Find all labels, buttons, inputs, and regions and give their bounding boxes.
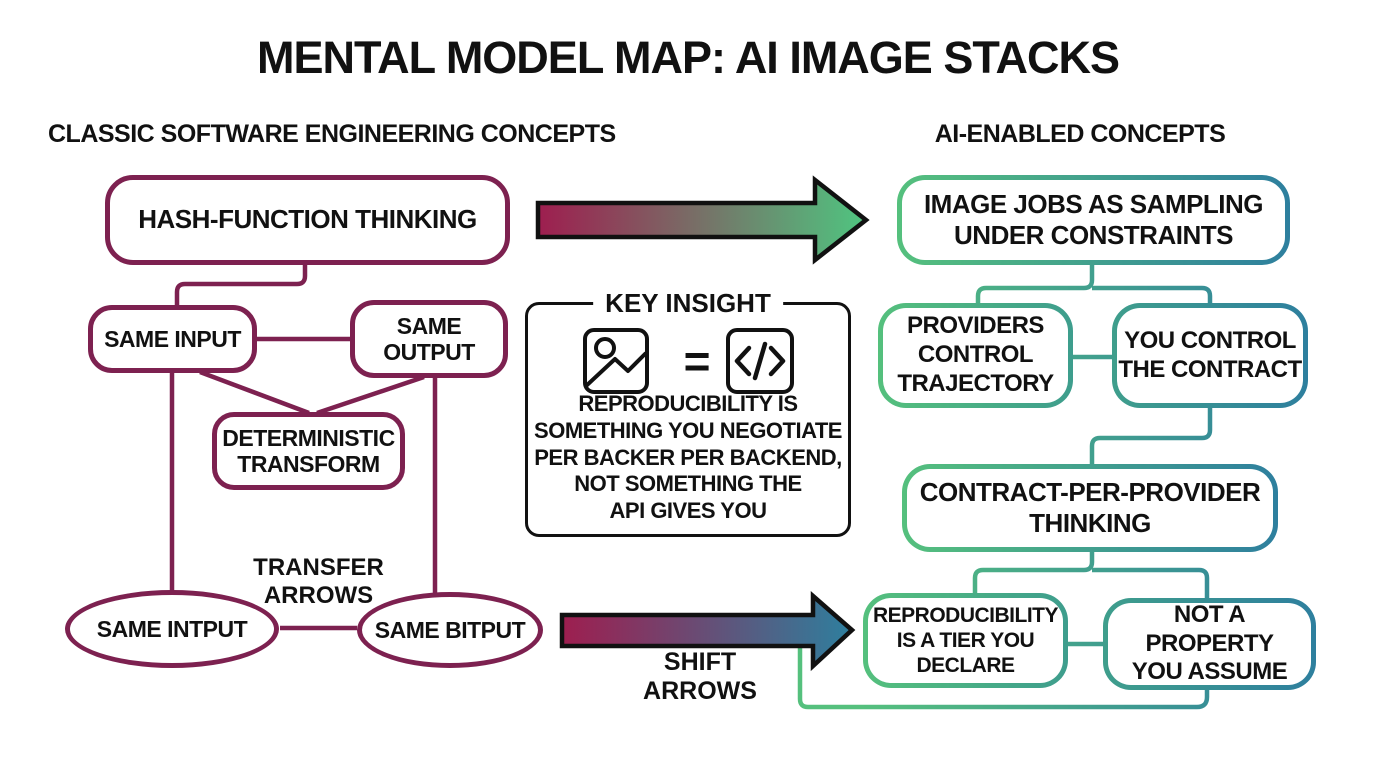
node-same-output: SAME OUTPUT [350,300,508,378]
connector-hash-to-same-input [174,263,308,307]
heading-classic-concepts: CLASSIC SOFTWARE ENGINEERING CONCEPTS [48,120,616,148]
connector-output-to-transform [316,374,425,416]
node-repro-tier-label: REPRODUCIBILITY IS A TIER YOU DECLARE [868,598,1063,683]
node-you-control-label: YOU CONTROL THE CONTRACT [1117,308,1303,403]
code-icon [726,328,794,394]
connector-imagejobs-to-providers [975,263,1095,309]
key-insight-title: KEY INSIGHT [593,288,783,319]
key-insight-body: REPRODUCIBILITY IS SOMETHING YOU NEGOTIA… [534,391,842,524]
node-reproducibility-tier: REPRODUCIBILITY IS A TIER YOU DECLARE [863,593,1068,688]
heading-ai-concepts: AI-ENABLED CONCEPTS [934,120,1226,148]
key-insight-panel: KEY INSIGHT = REPRODUCIBILITY IS SOMETHI… [525,288,851,537]
node-providers-label: PROVIDERS CONTROL TRAJECTORY [883,308,1068,403]
classic-connectors [169,263,438,631]
label-shift-arrows: SHIFT ARROWS [643,648,757,705]
node-image-jobs-label: IMAGE JOBS AS SAMPLING UNDER CONSTRAINTS [902,180,1285,260]
arrow-top-transfer [535,175,870,265]
node-same-bitput: SAME BITPUT [357,592,543,668]
node-not-property-label: NOT A PROPERTY YOU ASSUME [1108,601,1311,685]
node-providers-control-trajectory: PROVIDERS CONTROL TRAJECTORY [878,303,1073,408]
equals-sign: = [683,335,711,387]
node-not-a-property: NOT A PROPERTY YOU ASSUME [1103,598,1316,690]
connector-imagejobs-to-youcontrol [1092,285,1213,309]
image-icon [583,328,649,394]
node-same-input: SAME INPUT [88,305,257,373]
connector-input-to-transform [199,369,310,416]
connector-routing-bottom [797,630,1210,710]
arrow-bottom-shift [559,591,856,672]
node-contract-label: CONTRACT-PER-PROVIDER THINKING [907,469,1273,547]
node-you-control-the-contract: YOU CONTROL THE CONTRACT [1112,303,1308,408]
ai-connectors [797,263,1213,710]
node-image-jobs-as-sampling: IMAGE JOBS AS SAMPLING UNDER CONSTRAINTS [897,175,1290,265]
connector-youcontrol-to-contract [1089,406,1213,466]
node-same-intput: SAME INTPUT [65,590,279,668]
node-hash-function-thinking: HASH-FUNCTION THINKING [105,175,510,265]
node-contract-per-provider: CONTRACT-PER-PROVIDER THINKING [902,464,1278,552]
page-title: MENTAL MODEL MAP: AI IMAGE STACKS [257,32,1120,83]
node-deterministic-transform: DETERMINISTIC TRANSFORM [212,412,405,490]
label-transfer-arrows: TRANSFER ARROWS [253,554,384,609]
connector-contract-to-repro [972,550,1095,595]
connector-contract-to-notproperty [1092,567,1210,600]
